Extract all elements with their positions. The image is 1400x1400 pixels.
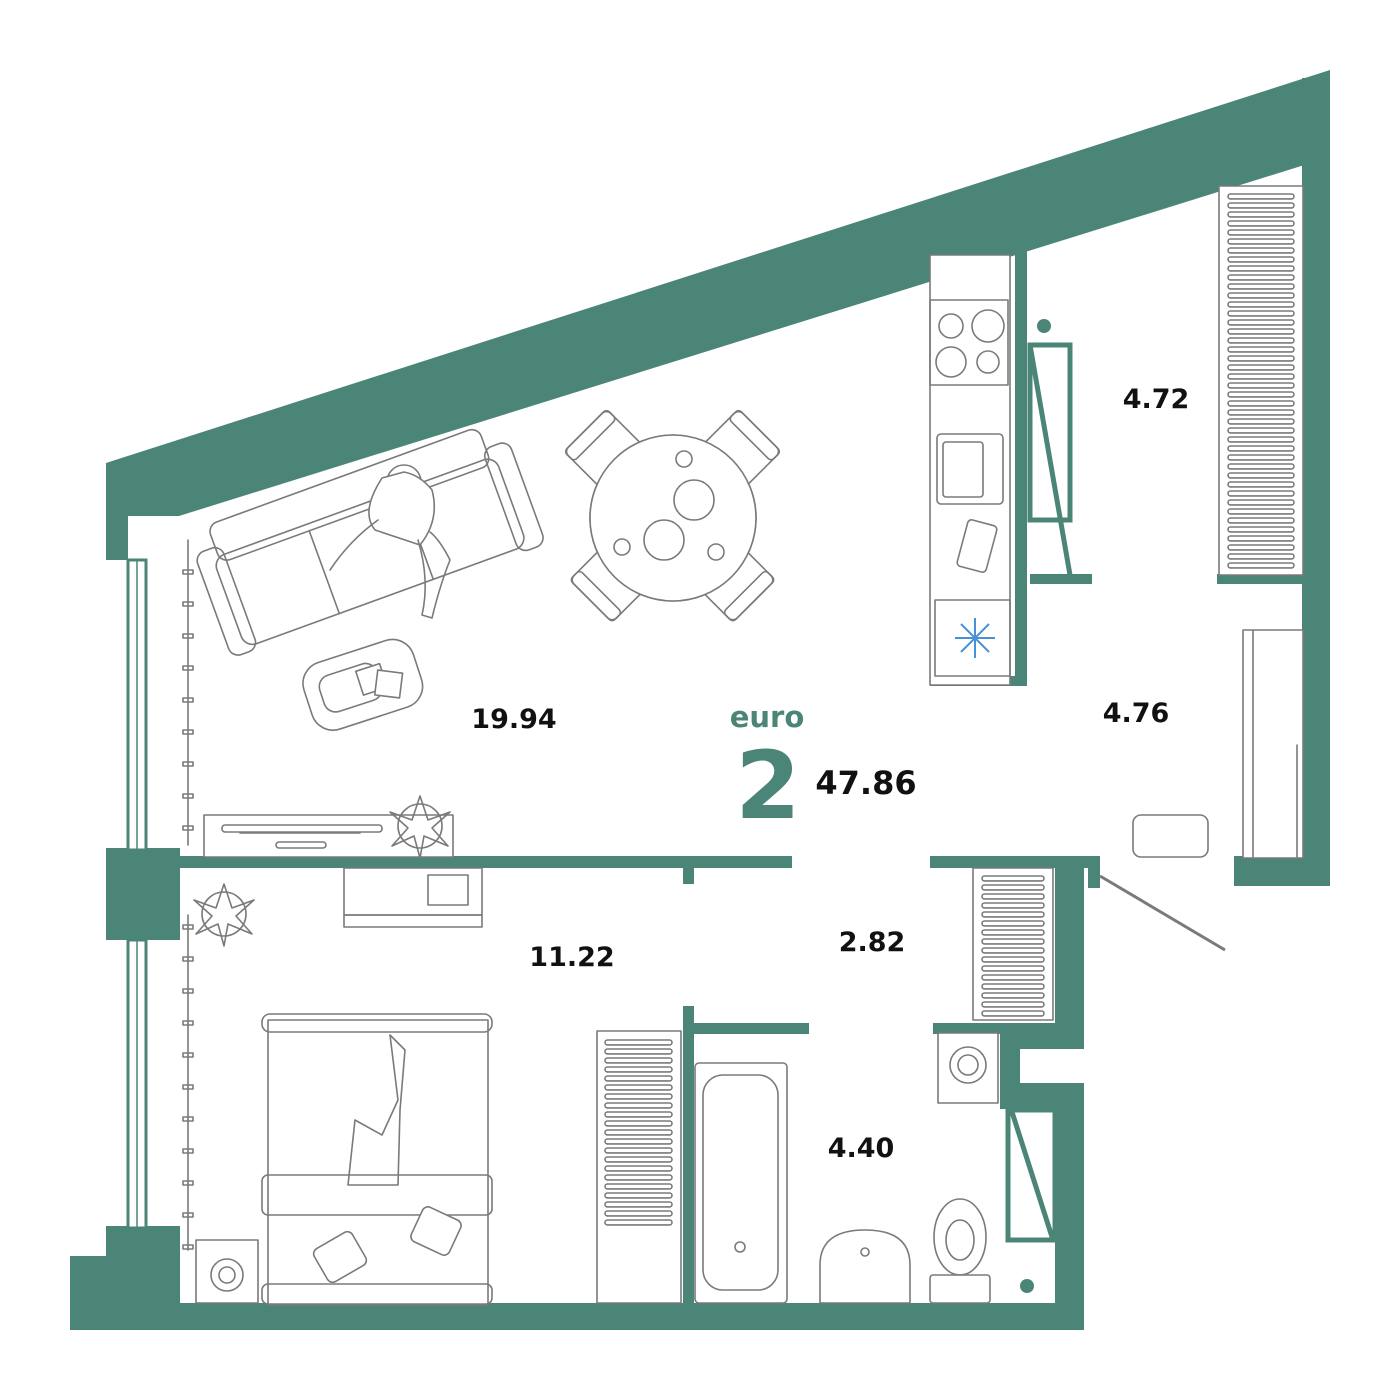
- wall-partition-living: [179, 856, 792, 868]
- rug-hall: [1132, 814, 1209, 858]
- wall-corridor-right: [1055, 856, 1084, 1049]
- area-labels: 19.94 4.72 4.76 11.22 2.82 4.40: [471, 384, 1189, 1164]
- wall-kitchen-right: [1015, 240, 1027, 686]
- wall-storage-right: [1217, 574, 1303, 584]
- washing-machine-bedroom: [195, 1239, 259, 1304]
- coffee-table: [302, 638, 424, 731]
- desk: [343, 867, 483, 928]
- storage-rack: [1218, 185, 1304, 576]
- tv-stand: [203, 814, 454, 858]
- plan-type-label: euro: [730, 700, 805, 734]
- area-bathroom: 4.40: [828, 1133, 895, 1164]
- wall-storage-bottom: [1030, 574, 1092, 584]
- wall-right-foot: [1234, 856, 1330, 886]
- sink-icon: [819, 1229, 911, 1304]
- corridor-rack: [972, 867, 1054, 1021]
- doors: [1005, 319, 1226, 1293]
- toilet-icon: [929, 1198, 991, 1304]
- wall-bath-top-right: [933, 1023, 1003, 1034]
- bed: [261, 1013, 493, 1306]
- kitchen-counter: [929, 254, 1011, 686]
- total-area: 47.86: [815, 764, 916, 802]
- area-hallway: 4.76: [1103, 698, 1170, 729]
- snowflake-icon: [955, 618, 995, 658]
- walls: [70, 70, 1330, 1330]
- washing-machine-icon: [937, 1032, 999, 1104]
- plant-living: [389, 795, 451, 859]
- wall-bedroom-bath: [683, 1006, 694, 1306]
- wall-left-pier: [106, 848, 180, 940]
- wall-partition-stub: [683, 856, 694, 884]
- wardrobe: [1242, 629, 1304, 859]
- area-storage: 4.72: [1123, 384, 1190, 415]
- dining-table: [564, 409, 781, 622]
- bathtub-icon: [694, 1062, 788, 1304]
- sofa: [196, 428, 544, 656]
- bedroom-rack: [596, 1030, 682, 1304]
- wall-left-upper: [106, 463, 128, 560]
- area-bedroom: 11.22: [529, 942, 614, 973]
- wall-bath-right: [1055, 1083, 1084, 1330]
- plant-bedroom: [193, 883, 255, 947]
- wall-bottom: [70, 1303, 1084, 1330]
- wall-entry-jamb: [1088, 858, 1100, 888]
- area-corridor: 2.82: [839, 927, 906, 958]
- wall-slanted-top: [106, 70, 1330, 516]
- windows: [126, 558, 148, 1230]
- rooms-count: 2: [735, 732, 800, 841]
- wall-bath-top: [683, 1023, 809, 1034]
- wall-bath-niche: [1000, 1023, 1020, 1109]
- person-on-sofa: [329, 464, 451, 619]
- wall-right: [1302, 78, 1330, 886]
- apartment-summary: euro 2 47.86: [730, 700, 917, 841]
- area-living-kitchen: 19.94: [471, 704, 556, 735]
